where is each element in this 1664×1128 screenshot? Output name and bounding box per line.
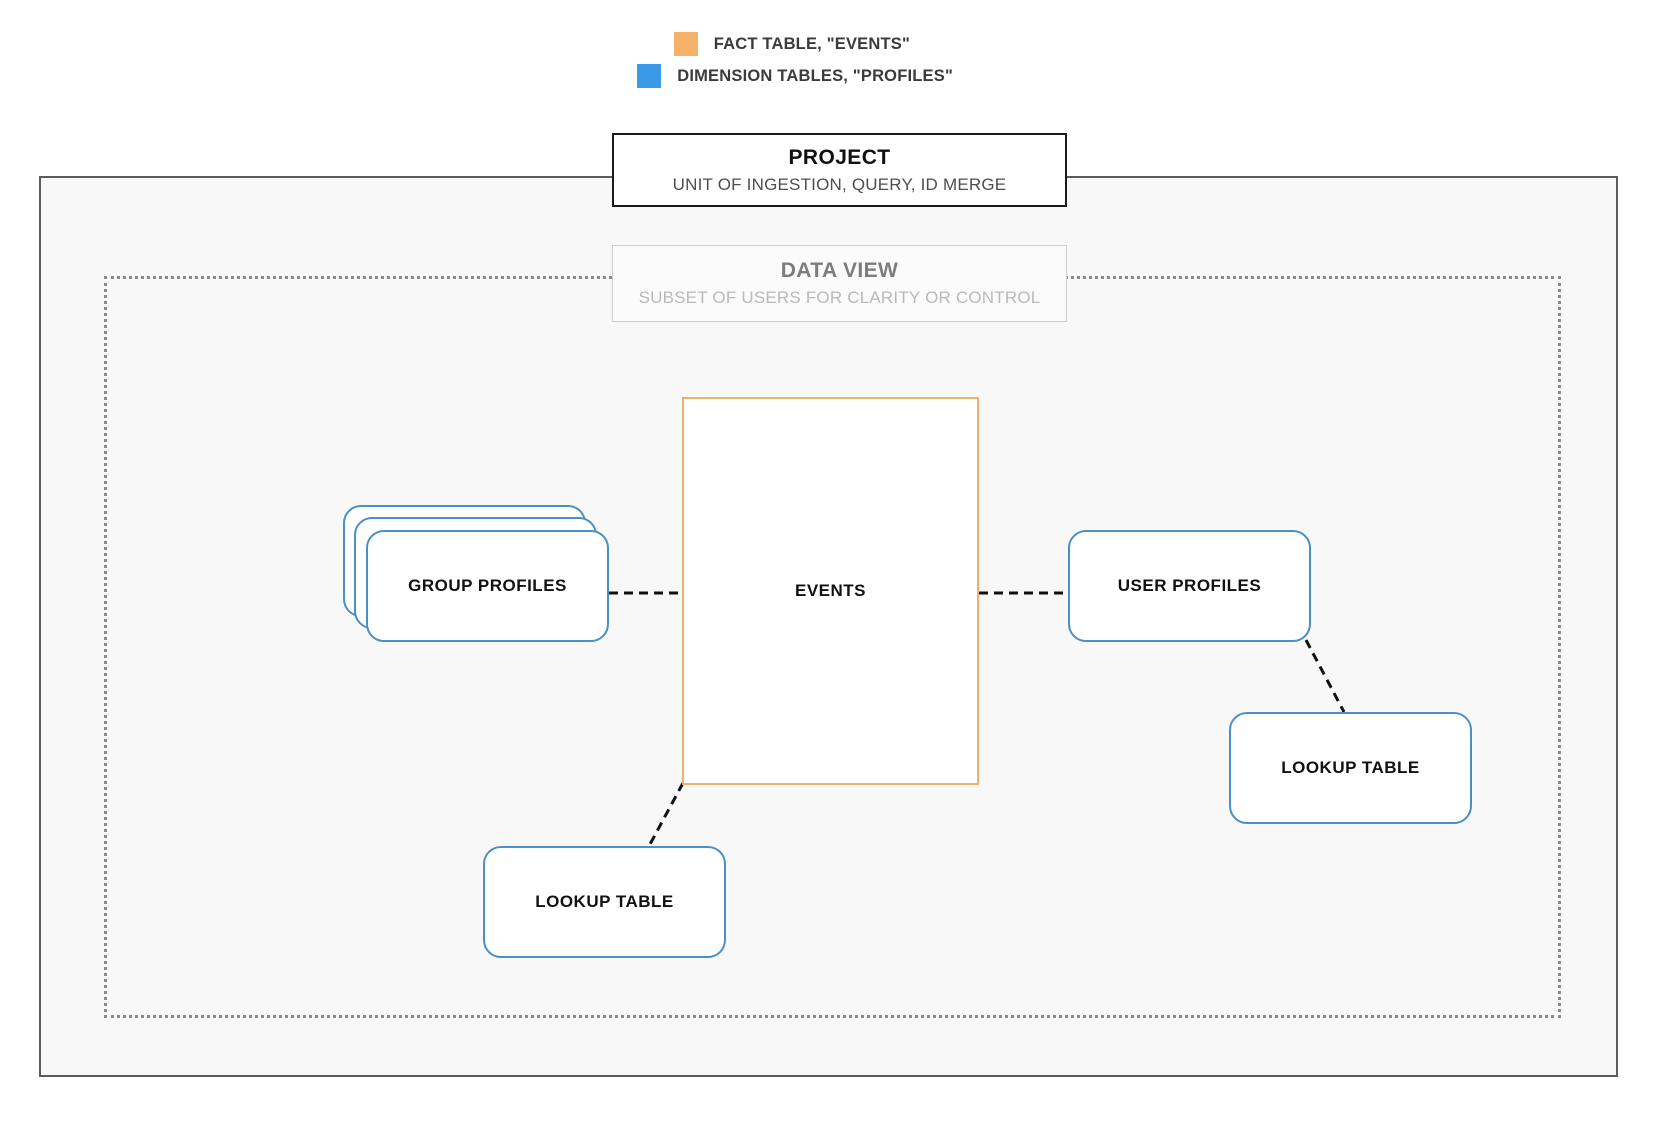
legend-item-dimension-tables: DIMENSION TABLES, "PROFILES" bbox=[0, 60, 1000, 92]
legend-item-fact-table: FACT TABLE, "EVENTS" bbox=[0, 28, 1000, 60]
legend: FACT TABLE, "EVENTS" DIMENSION TABLES, "… bbox=[0, 28, 1000, 92]
legend-label-dimension-tables: DIMENSION TABLES, "PROFILES" bbox=[677, 66, 953, 85]
data-view-subtitle: SUBSET OF USERS FOR CLARITY OR CONTROL bbox=[638, 288, 1041, 307]
node-user-profiles-label: USER PROFILES bbox=[1117, 576, 1262, 595]
project-title: PROJECT bbox=[788, 145, 891, 169]
node-lookup-table-left[interactable]: LOOKUP TABLE bbox=[483, 846, 726, 958]
node-group-profiles[interactable]: GROUP PROFILES bbox=[343, 505, 609, 653]
node-group-profiles-card-front[interactable]: GROUP PROFILES bbox=[366, 530, 609, 642]
node-lookup-table-left-label: LOOKUP TABLE bbox=[535, 892, 674, 911]
node-user-profiles[interactable]: USER PROFILES bbox=[1068, 530, 1311, 642]
fact-table-color-swatch-icon bbox=[673, 32, 698, 56]
project-label-box: PROJECT UNIT OF INGESTION, QUERY, ID MER… bbox=[612, 133, 1067, 207]
project-subtitle: UNIT OF INGESTION, QUERY, ID MERGE bbox=[672, 175, 1007, 195]
node-lookup-table-right-label: LOOKUP TABLE bbox=[1281, 758, 1420, 777]
data-view-title: DATA VIEW bbox=[780, 259, 899, 282]
node-events-label: EVENTS bbox=[794, 581, 867, 600]
legend-label-fact-table: FACT TABLE, "EVENTS" bbox=[713, 34, 910, 53]
node-events[interactable]: EVENTS bbox=[682, 397, 979, 785]
dimension-tables-color-swatch-icon bbox=[637, 64, 662, 88]
node-lookup-table-right[interactable]: LOOKUP TABLE bbox=[1229, 712, 1472, 824]
data-view-label-box: DATA VIEW SUBSET OF USERS FOR CLARITY OR… bbox=[612, 245, 1067, 322]
node-group-profiles-label: GROUP PROFILES bbox=[408, 576, 567, 595]
